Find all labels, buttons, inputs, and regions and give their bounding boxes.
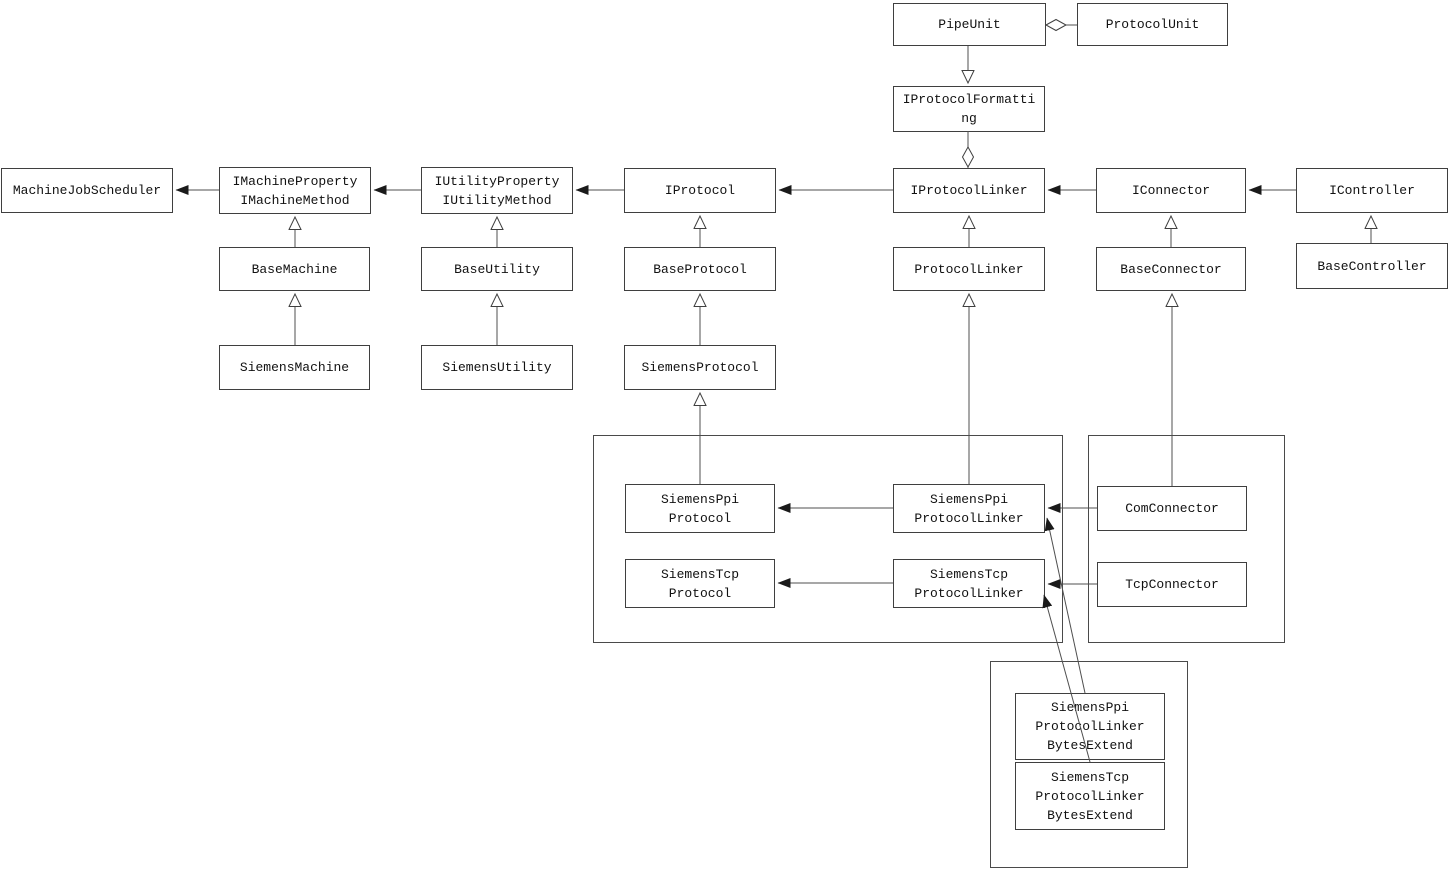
class-label-line: IMachineProperty	[232, 173, 358, 189]
class-label-line: SiemensTcp	[929, 566, 1008, 582]
group-connector-group	[1088, 435, 1285, 643]
class-box-siemens-protocol: SiemensProtocol	[624, 345, 776, 390]
class-label-line: SiemensPpi	[660, 491, 739, 507]
class-label-line: SiemensProtocol	[641, 360, 759, 375]
class-label-line: SiemensMachine	[239, 360, 350, 375]
class-label-line: ProtocolLinker	[914, 585, 1024, 601]
group-siemens-protocol-group	[593, 435, 1063, 643]
class-label-line: SiemensUtility	[442, 360, 552, 375]
class-label-line: IMachineMethod	[240, 192, 350, 208]
class-label-line: TcpConnector	[1125, 577, 1219, 592]
class-label-line: SiemensPpi	[929, 491, 1008, 507]
class-label-line: BaseController	[1317, 258, 1427, 274]
class-box-com-connector: ComConnector	[1097, 486, 1247, 531]
aggregation-diamond-pipeunit	[1044, 18, 1068, 32]
class-box-iprotocol-linker: IProtocolLinker	[893, 168, 1045, 213]
class-label-line: SiemensTcp	[660, 566, 739, 582]
class-box-siemens-machine: SiemensMachine	[219, 345, 370, 390]
class-box-base-controller: BaseController	[1296, 243, 1448, 289]
class-label-line: Protocol	[668, 510, 732, 526]
class-box-protocol-unit: ProtocolUnit	[1077, 3, 1228, 46]
class-label-line: SiemensPpi	[1050, 700, 1129, 715]
class-label-line: SiemensTcp	[1050, 769, 1129, 785]
class-box-base-machine: BaseMachine	[219, 247, 370, 291]
class-label-line: BaseConnector	[1120, 261, 1222, 277]
class-box-iprotocol-formatting: IProtocolFormatti ng	[893, 86, 1045, 132]
class-box-tcp-connector: TcpConnector	[1097, 562, 1247, 607]
class-label-line: Protocol	[668, 585, 732, 601]
class-label-line: ProtocolLinker	[914, 261, 1024, 277]
class-box-iconnector: IConnector	[1096, 168, 1246, 213]
class-box-siemens-utility: SiemensUtility	[421, 345, 573, 390]
class-label-line: ProtocolLinker	[914, 510, 1024, 526]
class-box-machine-job-scheduler: MachineJobScheduler	[1, 168, 173, 213]
class-box-base-connector: BaseConnector	[1096, 247, 1246, 291]
class-label-line: ng	[961, 111, 977, 126]
class-box-base-protocol: BaseProtocol	[624, 247, 776, 291]
class-label-line: BytesExtend	[1047, 807, 1133, 823]
class-label-line: IProtocolFormatti	[902, 92, 1036, 107]
class-label-line: IUtilityProperty	[434, 173, 560, 189]
class-box-iprotocol: IProtocol	[624, 168, 776, 213]
class-label-line: BaseProtocol	[653, 261, 747, 277]
class-label-line: IConnector	[1131, 183, 1210, 198]
class-label-line: IProtocol	[664, 183, 736, 198]
class-label-line: IProtocolLinker	[910, 183, 1028, 198]
class-label-line: MachineJobScheduler	[12, 183, 162, 198]
class-label-line: ProtocolUnit	[1105, 17, 1200, 32]
class-label-line: BaseMachine	[251, 261, 338, 277]
class-label-line: ProtocolLinker	[1035, 788, 1145, 804]
class-label-line: IUtilityMethod	[442, 192, 552, 208]
class-label-line: ComConnector	[1125, 501, 1219, 516]
aggregation-diamond-iprotocolformatting	[961, 145, 975, 169]
class-label-line: BytesExtend	[1047, 738, 1133, 753]
class-label-line: IController	[1329, 183, 1415, 198]
class-label-line: PipeUnit	[938, 17, 1001, 32]
class-label-line: ProtocolLinker	[1035, 719, 1145, 734]
class-box-icontroller: IController	[1296, 168, 1448, 213]
class-box-pipe-unit: PipeUnit	[893, 3, 1046, 46]
class-label-line: BaseUtility	[454, 261, 540, 277]
class-box-base-utility: BaseUtility	[421, 247, 573, 291]
class-box-protocol-linker: ProtocolLinker	[893, 247, 1045, 291]
